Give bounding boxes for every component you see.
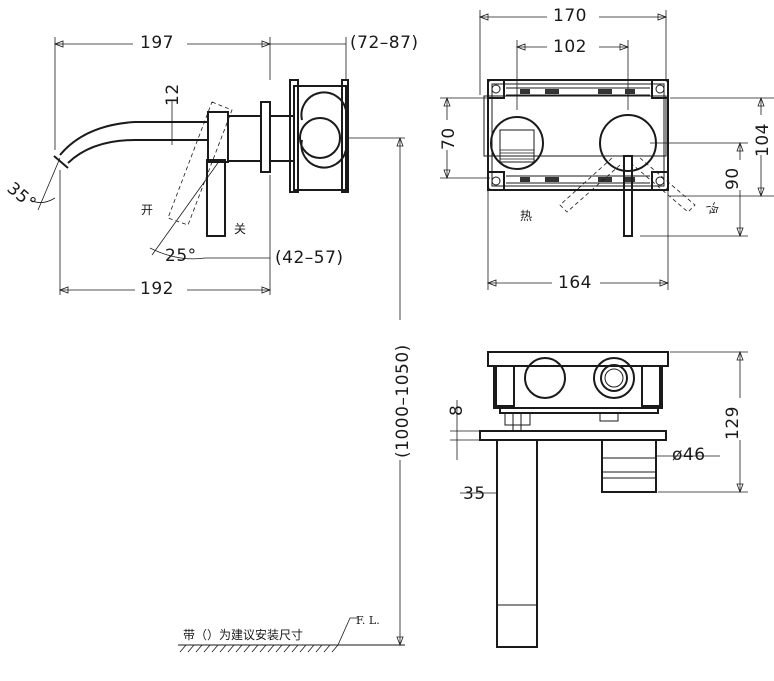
dim-192: 192 — [140, 279, 174, 299]
dim-42-57: (42–57) — [275, 248, 344, 268]
dim-129: 129 — [723, 406, 743, 440]
dim-8: 8 — [447, 405, 467, 416]
front-view: 170 102 — [438, 5, 774, 293]
dim-1000-1050: (1000–1050) — [393, 344, 413, 458]
dim-102: 102 — [553, 37, 587, 57]
dim-70: 70 — [439, 127, 459, 150]
label-close: 关 — [234, 222, 246, 236]
label-open: 开 — [141, 203, 153, 217]
dim-164: 164 — [558, 273, 592, 293]
dim-46: ø46 — [672, 445, 706, 465]
install-note: 带（）为建议安装尺寸 — [183, 627, 303, 642]
dim-12: 12 — [163, 83, 183, 106]
dim-90: 90 — [723, 167, 743, 190]
dim-35: 35 — [463, 484, 486, 504]
dim-170: 170 — [553, 6, 587, 26]
side-view: 197 (72–87) 12 35° 开 关 25° (42–57) — [3, 32, 419, 299]
dim-197: 197 — [140, 33, 174, 53]
dim-104: 104 — [753, 123, 773, 157]
dim-35deg: 35° — [3, 179, 40, 215]
floor-hatch — [179, 644, 339, 653]
dim-25deg: 25° — [165, 246, 197, 266]
floor-level: F. L. — [356, 614, 380, 627]
label-cold: 冷 — [703, 201, 721, 218]
bottom-view: 8 35 129 ø46 — [447, 350, 749, 648]
dim-72-87: (72–87) — [350, 33, 419, 53]
install-height: (1000–1050) F. L. 带（）为建议安装尺寸 — [178, 136, 413, 653]
label-hot: 热 — [520, 209, 532, 223]
